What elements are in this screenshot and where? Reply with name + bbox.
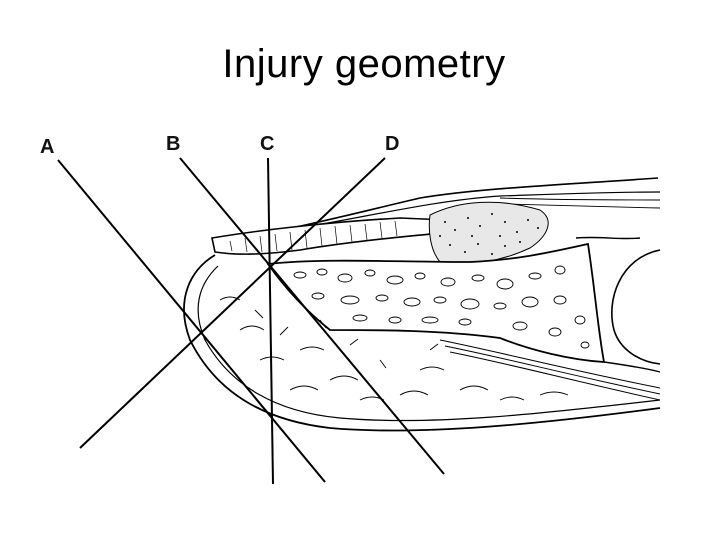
distal-phalanx	[266, 242, 606, 363]
joint-capsule	[575, 236, 661, 373]
line-label-a: A	[40, 136, 54, 158]
dorsal-layer-lines	[499, 197, 661, 209]
line-label-c: C	[260, 133, 274, 155]
slide-title: Injury geometry	[222, 42, 506, 86]
line-label-b: B	[166, 133, 180, 155]
injury-line-a	[57, 159, 326, 483]
bone-trabeculae	[293, 265, 590, 349]
nail-matrix	[428, 201, 549, 264]
injury-line-d	[79, 157, 386, 449]
nail-plate-hatching	[229, 220, 398, 253]
injury-line-b	[179, 157, 445, 475]
middle-phalanx-head	[611, 249, 661, 365]
pulp-fat-lobules	[219, 296, 569, 401]
pulp-inner-skin	[197, 265, 661, 422]
matrix-stipple	[439, 213, 539, 255]
pulp-outer-skin	[183, 254, 661, 432]
flexor-tendon	[439, 339, 661, 401]
injury-line-c	[267, 157, 274, 485]
dorsal-skin-inner	[299, 191, 661, 229]
line-label-d: D	[385, 133, 399, 155]
